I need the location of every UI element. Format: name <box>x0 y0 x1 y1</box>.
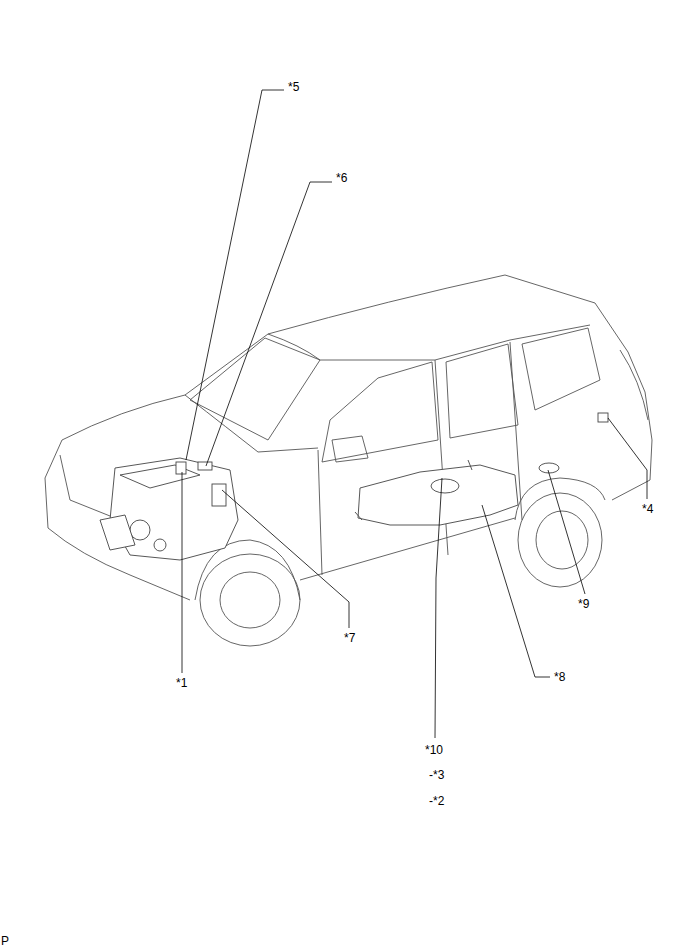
fuel-system <box>355 413 608 525</box>
pump <box>212 484 226 506</box>
callout-number: *9 <box>577 597 590 611</box>
fuel-tank <box>358 465 518 525</box>
rear-wheel <box>518 493 602 587</box>
pulley <box>130 520 150 540</box>
windshield <box>190 338 320 440</box>
door-line <box>435 360 448 555</box>
callout-number: *6 <box>335 171 348 185</box>
fuel-lid <box>598 413 608 422</box>
vehicle-outline <box>45 275 652 646</box>
roof-line <box>268 325 590 360</box>
leader-line <box>182 472 183 673</box>
canister <box>539 463 559 473</box>
sensor <box>198 462 212 470</box>
rear-arch <box>515 478 605 520</box>
callout-number: -*2 <box>428 794 445 808</box>
hood-line <box>185 395 318 452</box>
door-line <box>318 450 322 575</box>
callout-number: *8 <box>553 670 566 684</box>
hose <box>100 515 135 550</box>
engine <box>100 458 238 560</box>
mirror <box>332 436 368 462</box>
callout-number: P <box>0 934 10 948</box>
callout-number: *7 <box>343 631 356 645</box>
leader-line <box>186 90 284 460</box>
callout-number: *10 <box>424 743 444 757</box>
leader-line <box>608 418 647 499</box>
tail-lamp <box>620 350 648 420</box>
leader-line <box>435 478 442 738</box>
leader-line <box>548 470 585 594</box>
front-wheel <box>200 554 300 646</box>
leader-line <box>482 505 550 677</box>
leader-lines <box>182 90 647 738</box>
callout-number: -*3 <box>428 768 445 782</box>
front-window <box>322 362 438 462</box>
callout-number: *4 <box>641 502 654 516</box>
callout-number: *5 <box>287 80 300 94</box>
rear-window <box>446 344 518 438</box>
pulley <box>154 539 166 551</box>
rear-wheel-hub <box>536 511 588 569</box>
callout-number: *1 <box>175 676 188 690</box>
leader-line <box>206 182 332 466</box>
pipe <box>355 460 472 520</box>
front-wheel-hub <box>220 572 280 628</box>
sensor <box>176 462 186 474</box>
leader-line <box>222 490 349 628</box>
fuel-pump <box>431 479 459 493</box>
sill-line <box>300 518 515 580</box>
intake <box>120 465 200 488</box>
quarter-window <box>522 328 600 410</box>
